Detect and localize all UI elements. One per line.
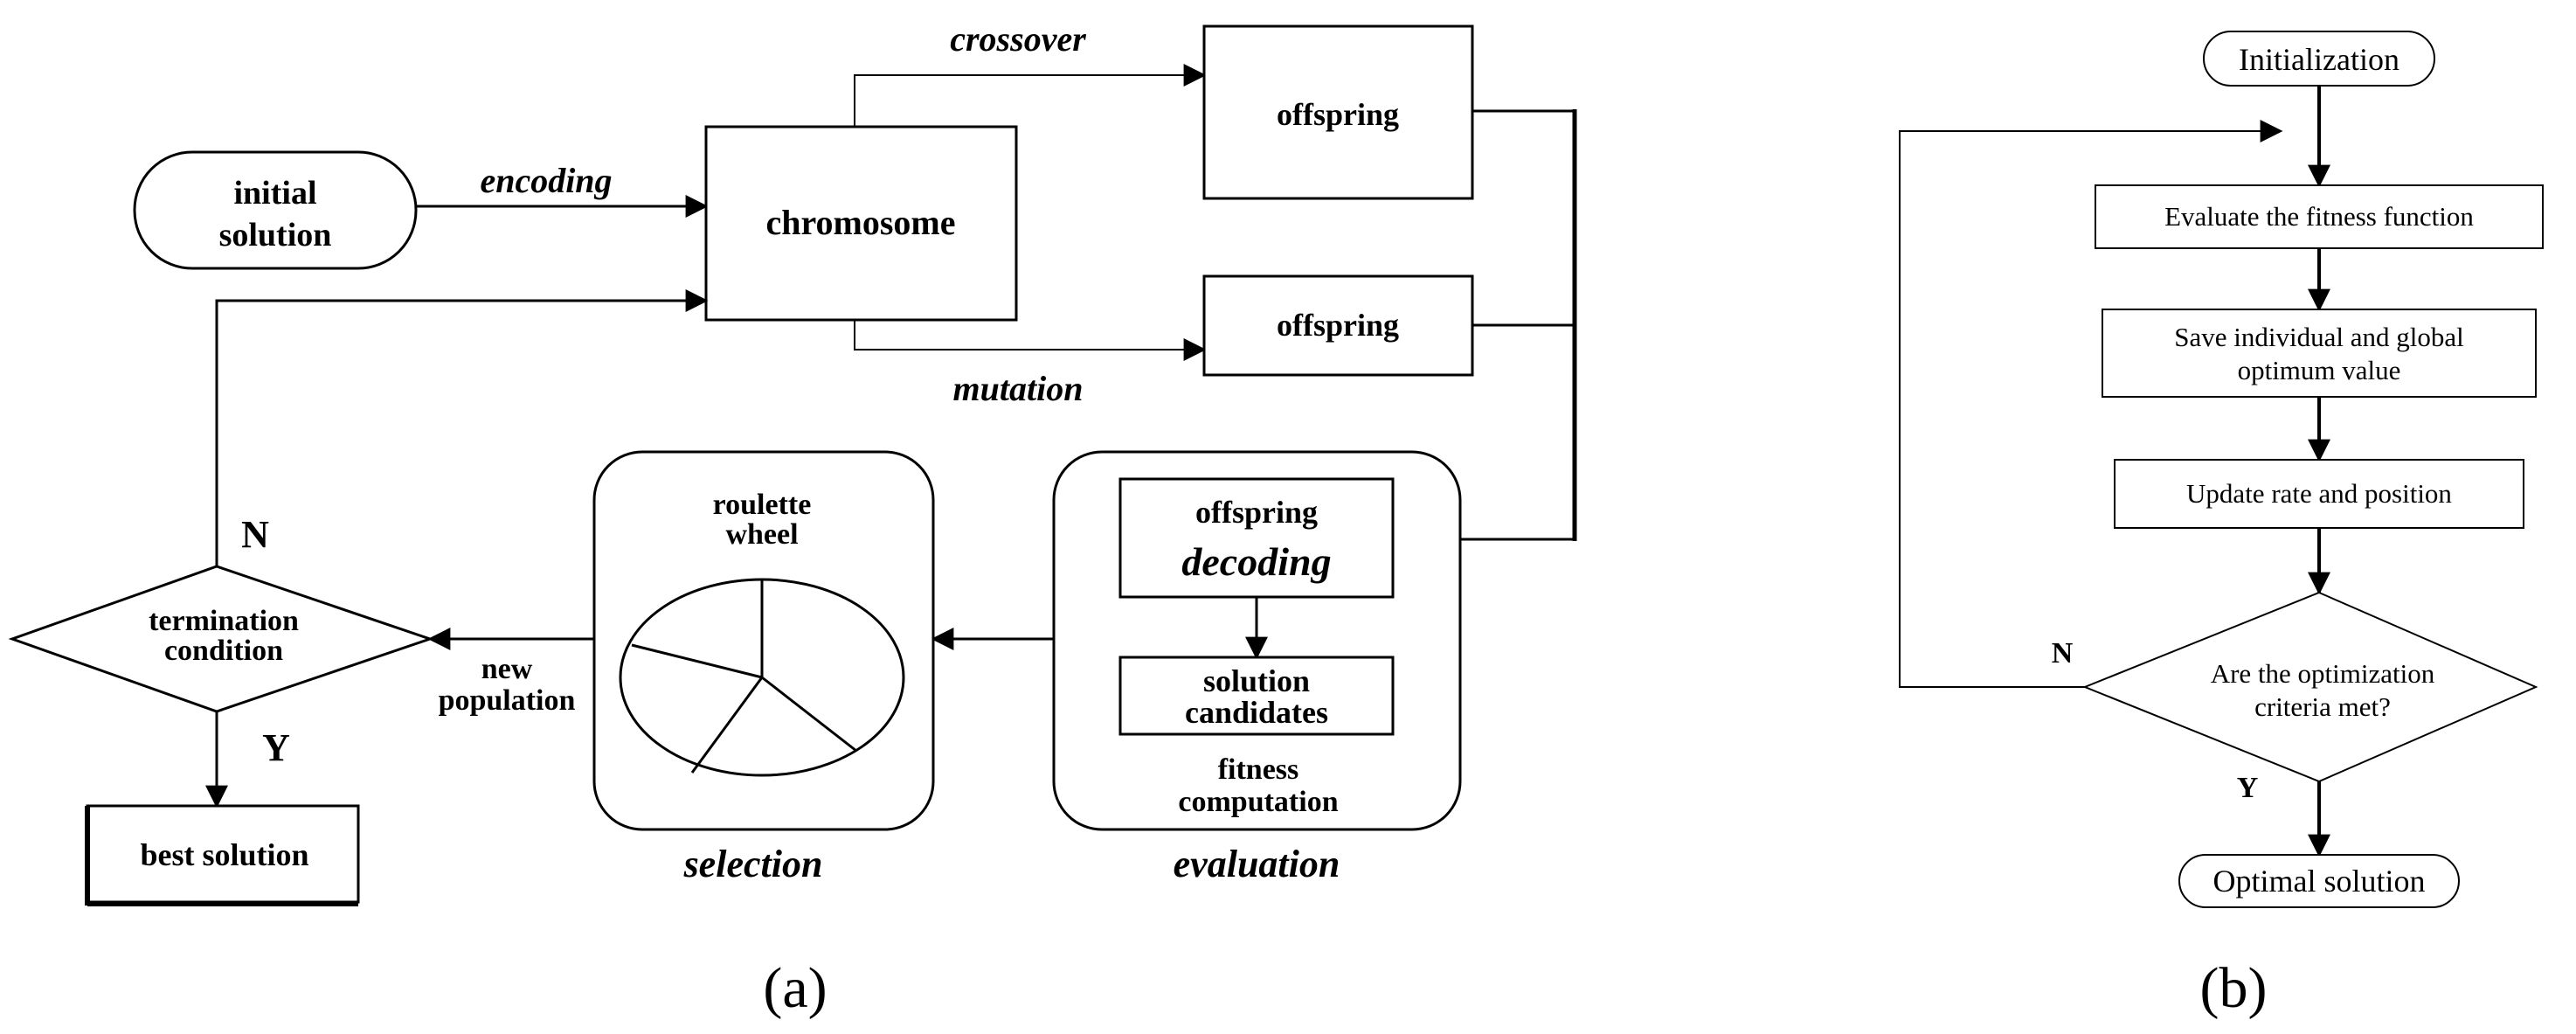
evaluation-offspring-label: offspring <box>1195 495 1318 530</box>
b-y-label: Y <box>2237 772 2259 804</box>
roulette-line2: wheel <box>725 518 798 551</box>
panel-b-caption: (b) <box>2200 956 2268 1020</box>
mutation-arrow <box>854 320 1207 361</box>
b-n-label: N <box>2052 637 2074 670</box>
a-n-label: N <box>241 513 269 556</box>
selection-container: roulette wheel <box>592 450 935 831</box>
evaluation-container: offspring decoding solution candidates f… <box>1052 450 1462 831</box>
update-rate-node: Update rate and position <box>2114 459 2524 529</box>
crossover-arrow <box>854 64 1207 127</box>
initial-solution-line1: initial <box>233 175 316 212</box>
termination-line2: condition <box>164 635 283 667</box>
offspring-bottom-node: offspring <box>1202 274 1474 377</box>
save-line2: optimum value <box>2238 355 2401 385</box>
initialization-label: Initialization <box>2239 42 2399 77</box>
update-label: Update rate and position <box>2186 478 2452 509</box>
panel-a-caption: (a) <box>763 956 827 1020</box>
crossover-label: crossover <box>950 19 1086 59</box>
optimal-label: Optimal solution <box>2213 864 2426 899</box>
offspring-bottom-label: offspring <box>1277 308 1399 343</box>
roulette-line1: roulette <box>713 489 812 521</box>
roulette-wheel-icon <box>619 578 905 777</box>
offspring-top-node: offspring <box>1202 24 1474 200</box>
new-population-line2: population <box>439 684 576 717</box>
chromosome-label: chromosome <box>766 203 956 242</box>
offspring-top-label: offspring <box>1277 97 1399 132</box>
fitness-computation-line1: fitness <box>1218 753 1299 786</box>
initial-solution-node: initial solution <box>133 150 418 270</box>
best-solution-node: best solution <box>85 804 360 906</box>
chromosome-node: chromosome <box>704 125 1018 322</box>
b-loop-back-arrow <box>1899 120 2283 688</box>
save-line1: Save individual and global <box>2174 322 2463 352</box>
evaluation-label: evaluation <box>1174 843 1340 885</box>
offspring-decoding-box <box>1118 477 1395 599</box>
decoding-label: decoding <box>1181 539 1331 584</box>
save-optimum-node: Save individual and global optimum value <box>2102 309 2537 398</box>
loop-back-arrow <box>215 289 709 566</box>
a-y-label: Y <box>262 726 290 769</box>
selection-label: selection <box>683 843 823 885</box>
initial-solution-line2: solution <box>219 217 332 253</box>
mutation-label: mutation <box>953 369 1084 408</box>
solution-candidates-line1: solution <box>1203 663 1310 698</box>
best-solution-label: best solution <box>140 837 308 872</box>
decision-line1: Are the optimization <box>2211 658 2435 689</box>
panel-b: Initialization Evaluate the fitness func… <box>1899 31 2544 1020</box>
encoding-label: encoding <box>480 161 612 200</box>
optimal-solution-node: Optimal solution <box>2178 854 2460 908</box>
termination-condition-node: termination condition <box>8 565 434 713</box>
solution-candidates-box <box>1118 656 1395 736</box>
solution-candidates-line2: candidates <box>1185 695 1328 730</box>
evaluate-label: Evaluate the fitness function <box>2164 201 2474 232</box>
evaluate-fitness-node: Evaluate the fitness function <box>2095 184 2544 249</box>
new-population-line1: new <box>481 653 533 685</box>
termination-line1: termination <box>149 605 299 637</box>
criteria-decision-node: Are the optimization criteria met? <box>2082 591 2538 783</box>
panel-a: initial solution encoding chromosome cro… <box>8 19 1577 1020</box>
initialization-node: Initialization <box>2203 31 2435 87</box>
decision-line2: criteria met? <box>2254 691 2391 722</box>
fitness-computation-line2: computation <box>1178 786 1338 818</box>
